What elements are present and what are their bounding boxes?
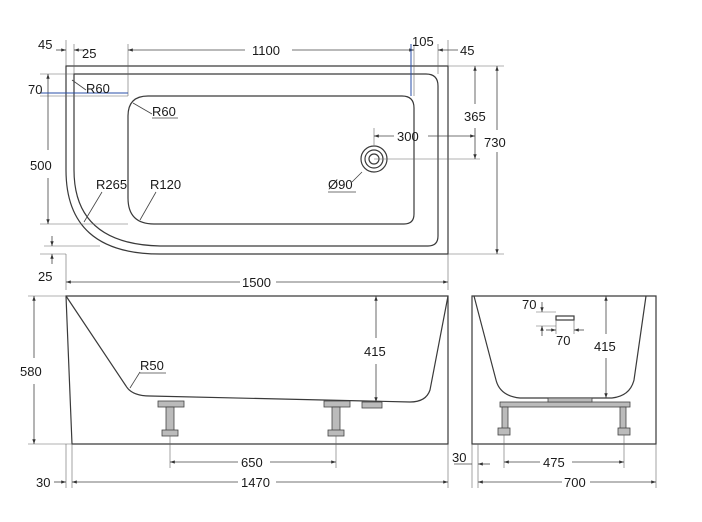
drain-diameter: Ø90 [328,177,353,192]
dim-475: 475 [543,455,565,470]
dim-500: 500 [30,158,52,173]
dim-30-side: 30 [36,475,50,490]
top-inner-rim [73,73,439,247]
radius-r50: R50 [140,358,164,373]
top-basin-outline [127,95,415,225]
dim-70-vertical: 70 [522,297,536,312]
dim-105: 105 [412,34,434,49]
side-view: 580 R50 415 650 30 1470 [20,295,449,490]
dim-730: 730 [484,135,506,150]
radius-r265: R265 [96,177,127,192]
dim-25-bottom: 25 [38,269,52,284]
dim-300: 300 [397,129,419,144]
radius-r120: R120 [150,177,181,192]
dim-25-top: 25 [82,46,96,61]
radius-r60-outer: R60 [86,81,110,96]
dim-415-side: 415 [364,344,386,359]
end-view: 70 70 415 30 475 700 [452,295,657,490]
dim-650: 650 [241,455,263,470]
dim-45-right: 45 [460,43,474,58]
dim-70-horizontal: 70 [556,333,570,348]
dim-1500: 1500 [242,275,271,290]
dim-1100: 1100 [252,43,280,58]
side-outer-outline [65,295,449,445]
dim-30-end: 30 [452,450,466,465]
side-inner-profile [65,295,449,403]
radius-r60-inner: R60 [152,104,176,119]
dim-700: 700 [564,475,586,490]
dim-45-left: 45 [38,37,52,52]
top-outer-outline [65,65,449,255]
dim-415-end: 415 [594,339,616,354]
top-view: 45 25 1100 105 45 70 500 25 R60 R60 R265… [28,34,506,290]
dim-70: 70 [28,82,42,97]
dim-365: 365 [464,109,486,124]
end-outer-outline [471,295,657,445]
dim-1470: 1470 [241,475,270,490]
dim-580: 580 [20,364,42,379]
